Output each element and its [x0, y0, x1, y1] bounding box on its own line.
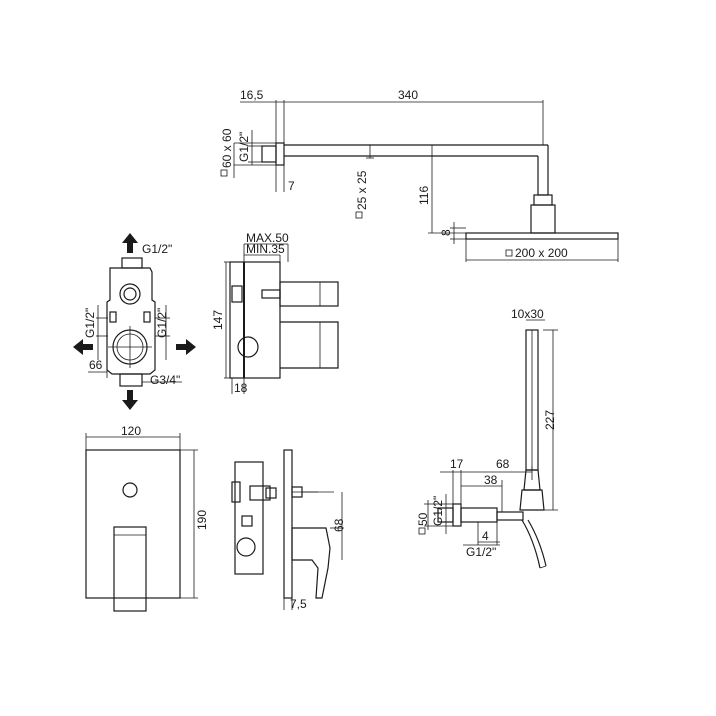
dim-valve-left-outlet: G1/2"	[83, 308, 97, 338]
dim-valve-min: MIN.35	[246, 242, 285, 256]
dim-arm-tube: 25 x 25	[355, 170, 369, 210]
dim-arm-drop: 116	[417, 186, 431, 205]
valve-body-front	[106, 267, 156, 375]
valve-front-drawing: G1/2" G1/2" G1/2" 66 G3/4"	[73, 233, 196, 410]
dim-head-thickness: 8	[439, 229, 453, 236]
dim-arm-depth: 7	[288, 179, 295, 193]
mixer-handle	[113, 526, 147, 612]
dim-valve-max: MAX.50	[246, 231, 289, 245]
arm-swivel	[533, 194, 553, 206]
dim-faceplate-width: 120	[121, 424, 141, 438]
arrow-up-icon	[122, 233, 138, 253]
valve-body-side	[229, 261, 281, 379]
faceplate-front-drawing: 120 190	[85, 424, 209, 612]
shower-arm-drawing: 16,5 340 60 x 60 G1/2" 7 25 x 25 116 8	[220, 88, 619, 262]
valve-side-drawing: MAX.50 MIN.35 147 18	[211, 231, 339, 395]
dim-rail: 10x30	[511, 307, 544, 321]
dim-faceplate-depth: 7,5	[290, 597, 307, 611]
faceplate	[85, 449, 181, 599]
assembly-faceplate	[283, 449, 293, 599]
dim-valve-inlet-bottom: G3/4"	[150, 373, 180, 387]
dim-hs-flange: 50	[416, 512, 430, 526]
dim-hs-outlet: G1/2"	[466, 545, 496, 559]
arm-connector	[530, 204, 556, 234]
dim-valve-right-outlet: G1/2"	[155, 308, 169, 338]
shower-head	[465, 232, 619, 240]
arm-wall-flange	[275, 142, 285, 166]
dim-arm-length: 340	[398, 88, 418, 102]
dim-valve-inlet-top: G1/2"	[142, 242, 172, 256]
arrow-left-icon	[73, 339, 93, 355]
dim-hs-17: 17	[450, 457, 464, 471]
dim-arm-offset: 16,5	[240, 88, 264, 102]
dim-valve-depth: 18	[234, 381, 248, 395]
mixer-handle-side	[291, 527, 331, 599]
dim-hs-68: 68	[496, 457, 510, 471]
assembly-side-drawing: 68 7,5	[231, 449, 346, 611]
dim-hand-shower-length: 227	[543, 410, 557, 430]
hand-shower-holder	[519, 489, 545, 511]
dim-hs-38: 38	[484, 473, 498, 487]
dim-hs-4: 4	[482, 529, 489, 543]
diverter-knob	[122, 482, 138, 498]
hand-shower-drawing: 10x30 227 17 68 38 50	[416, 307, 558, 569]
arm-thread-stub	[261, 145, 277, 163]
arrow-right-icon	[176, 339, 196, 355]
dim-valve-height: 147	[211, 310, 225, 330]
dim-arm-thread: G1/2"	[237, 132, 251, 162]
dim-hs-thread: G1/2"	[431, 496, 445, 526]
dim-head-size: 200 x 200	[515, 246, 568, 260]
arrow-down-icon	[122, 390, 138, 410]
dim-faceplate-projection: 68	[332, 518, 346, 532]
dim-valve-66: 66	[89, 358, 103, 372]
dim-arm-flange: 60 x 60	[220, 128, 234, 168]
dim-faceplate-height: 190	[195, 510, 209, 530]
